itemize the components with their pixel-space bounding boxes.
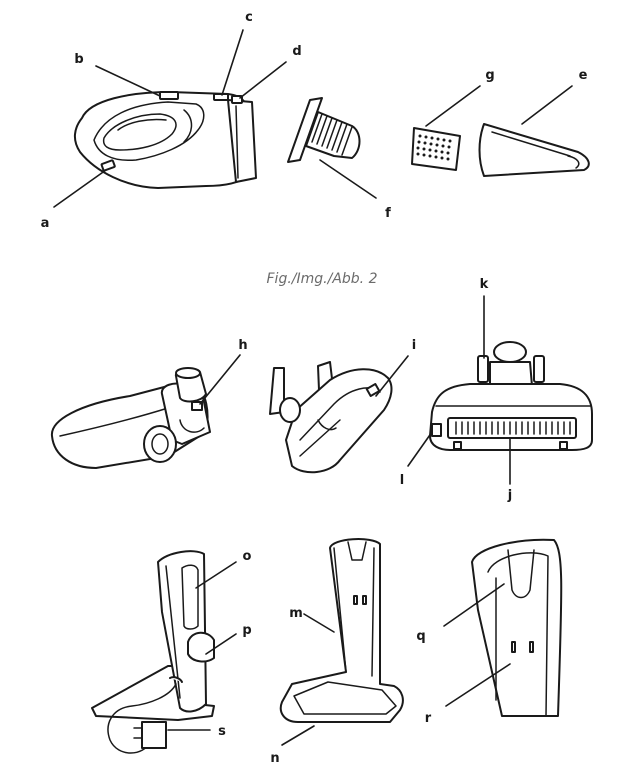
leader-o: [195, 561, 237, 589]
leader-n: [281, 725, 315, 746]
leader-b: [95, 65, 161, 97]
label-e: e: [579, 68, 588, 83]
label-j: j: [507, 488, 512, 503]
floor-head-i: [269, 361, 393, 474]
label-d: d: [292, 44, 301, 59]
label-q: q: [416, 629, 425, 644]
label-f: f: [385, 206, 391, 221]
leader-i: [375, 355, 409, 397]
leader-r: [445, 663, 511, 707]
charging-dock: [91, 550, 215, 754]
figure-caption: Fig./Img./Abb. 2: [267, 271, 378, 287]
label-a: a: [41, 216, 50, 231]
label-s: s: [218, 724, 226, 739]
stand-closeup: [471, 538, 563, 717]
leader-m: [303, 613, 335, 633]
label-i: i: [412, 338, 416, 353]
label-m: m: [289, 606, 303, 621]
label-b: b: [74, 52, 83, 67]
floor-head-h: [50, 367, 211, 469]
label-r: r: [425, 711, 432, 726]
leader-q: [443, 583, 505, 627]
crevice-nozzle-e: [478, 123, 590, 177]
leader-g: [425, 85, 481, 127]
label-g: g: [485, 68, 494, 83]
leader-d: [239, 61, 287, 99]
floor-head-underside: [429, 341, 593, 451]
leader-e: [521, 85, 573, 125]
leader-h: [199, 354, 241, 405]
mesh-filter-g: [411, 127, 461, 171]
leader-c: [221, 29, 244, 96]
filter-f: [287, 97, 361, 163]
label-h: h: [238, 338, 247, 353]
label-n: n: [270, 751, 279, 766]
label-c: c: [245, 10, 253, 25]
leader-a: [53, 169, 107, 208]
label-p: p: [242, 623, 251, 638]
leader-l: [407, 431, 433, 467]
handheld-vacuum-unit: [74, 91, 257, 189]
leader-f: [319, 159, 377, 199]
label-o: o: [243, 549, 252, 564]
label-l: l: [400, 473, 404, 488]
leader-p: [205, 633, 237, 655]
base-stand: [279, 538, 404, 723]
label-k: k: [480, 277, 489, 292]
